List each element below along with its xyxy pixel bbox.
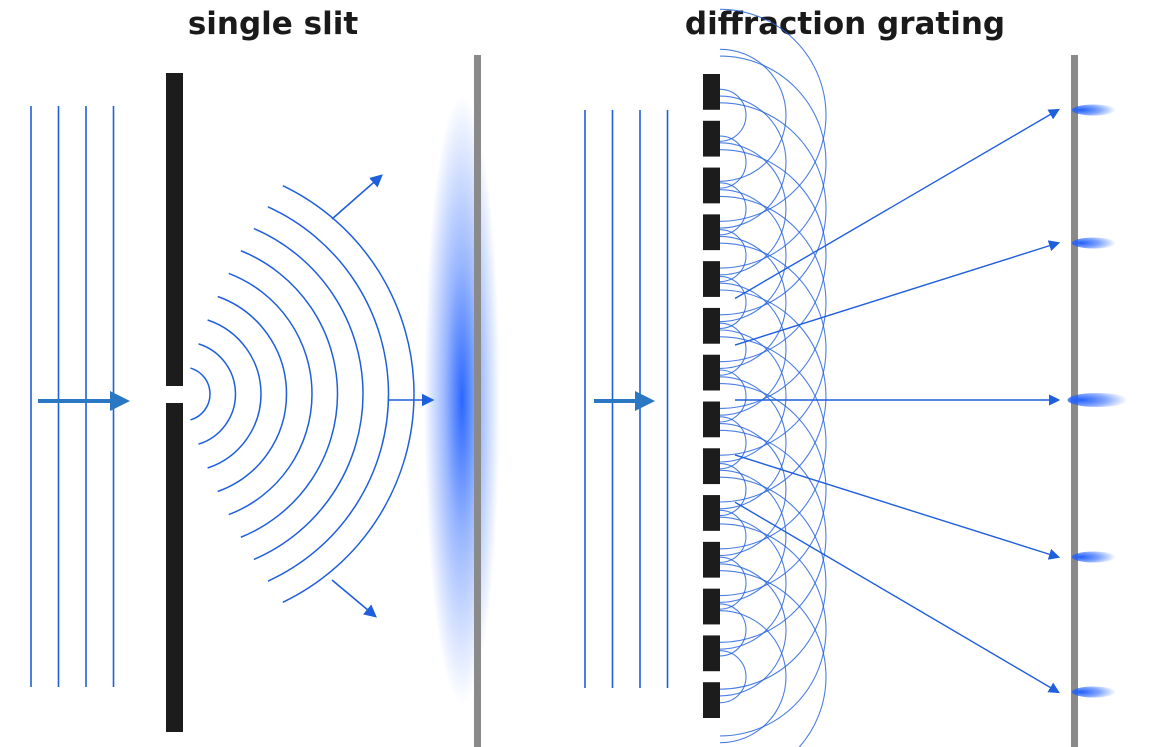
grating-bar xyxy=(703,307,720,344)
wavelet xyxy=(719,55,827,269)
diffracted-wavefront xyxy=(228,272,313,516)
wavelet xyxy=(719,8,827,222)
wavelet xyxy=(719,383,827,597)
diffraction-grating-title: diffraction grating xyxy=(684,6,1006,42)
wavelet xyxy=(719,650,747,704)
screen-left xyxy=(474,55,481,747)
wavelet xyxy=(719,142,787,276)
diffracted-wavefront xyxy=(198,343,237,445)
wavelet xyxy=(719,509,747,563)
single-slit-title: single slit xyxy=(187,6,359,42)
wavelet xyxy=(719,369,747,423)
grating-bar xyxy=(703,541,720,578)
wavelet xyxy=(719,322,747,376)
order-arrow xyxy=(734,501,1060,694)
order-arrow xyxy=(734,240,1061,346)
grating-bar xyxy=(703,74,720,110)
wavelet xyxy=(719,423,787,557)
wavelet xyxy=(719,275,747,329)
wavelet xyxy=(719,135,747,189)
grating-panel xyxy=(584,8,1128,747)
grating-wavelets xyxy=(719,8,827,747)
wavelet xyxy=(719,610,787,744)
wavelet xyxy=(719,242,827,456)
grating-bar xyxy=(703,167,720,204)
wavelet xyxy=(719,189,787,323)
diffracted-wavefront xyxy=(282,185,415,603)
wavelet xyxy=(719,48,787,182)
diffraction-arrow-up xyxy=(331,174,383,220)
wavelet xyxy=(719,523,827,737)
wavelet xyxy=(719,95,787,229)
diffracted-wavefront xyxy=(217,295,288,493)
bright-fringe xyxy=(1071,686,1116,698)
wavelet xyxy=(719,235,787,369)
wavelet xyxy=(719,195,827,409)
wavelet xyxy=(719,476,827,690)
grating-bar xyxy=(703,401,720,438)
wavelet xyxy=(719,88,747,142)
grating-bar xyxy=(703,214,720,251)
diffracted-wavefront xyxy=(240,250,339,538)
single-slit-panel xyxy=(30,55,500,747)
incident-wavefronts-left xyxy=(30,106,115,687)
wavelet xyxy=(719,563,787,697)
diffraction-orders xyxy=(734,108,1061,694)
bright-fringes xyxy=(1067,104,1128,698)
grating-bar xyxy=(703,120,720,157)
wavelet xyxy=(719,570,827,747)
wavelet xyxy=(719,329,787,463)
grating-bar xyxy=(703,635,720,672)
bright-fringe xyxy=(1071,104,1116,116)
wavelet xyxy=(719,149,827,363)
wavelet xyxy=(719,463,747,517)
wavelet xyxy=(719,603,747,657)
wavelet xyxy=(719,282,787,416)
wavelet xyxy=(719,556,747,610)
wavelet xyxy=(719,102,827,316)
bright-fringe xyxy=(1071,237,1116,249)
wavelet xyxy=(719,229,747,283)
grating-bar xyxy=(703,495,720,531)
wavelet xyxy=(719,376,787,510)
bright-fringe xyxy=(1071,551,1116,563)
single-slit-light-band xyxy=(424,95,500,705)
grating-barrier xyxy=(703,74,720,718)
diffraction-arrow-down xyxy=(331,579,377,618)
wavelet xyxy=(719,469,787,603)
wavelet xyxy=(719,416,747,470)
diffracted-wavefront xyxy=(207,319,262,469)
grating-bar xyxy=(703,588,720,625)
wavelet xyxy=(719,182,747,236)
diffracted-wavefronts xyxy=(190,185,415,603)
wavelet xyxy=(719,336,827,550)
grating-bar xyxy=(703,261,720,297)
order-arrow xyxy=(734,108,1060,300)
grating-bar xyxy=(703,682,720,718)
grating-bar xyxy=(703,354,720,391)
slit-barrier-lower xyxy=(166,403,183,732)
wavelet xyxy=(719,429,827,643)
diffracted-wavefront xyxy=(190,367,211,421)
bright-fringe xyxy=(1067,393,1128,407)
order-arrow xyxy=(734,454,1061,560)
slit-barrier-upper xyxy=(166,73,183,386)
diffracted-wavefront xyxy=(267,206,390,582)
diffracted-wavefront xyxy=(253,227,364,561)
grating-bar xyxy=(703,448,720,485)
wavelet xyxy=(719,516,787,650)
